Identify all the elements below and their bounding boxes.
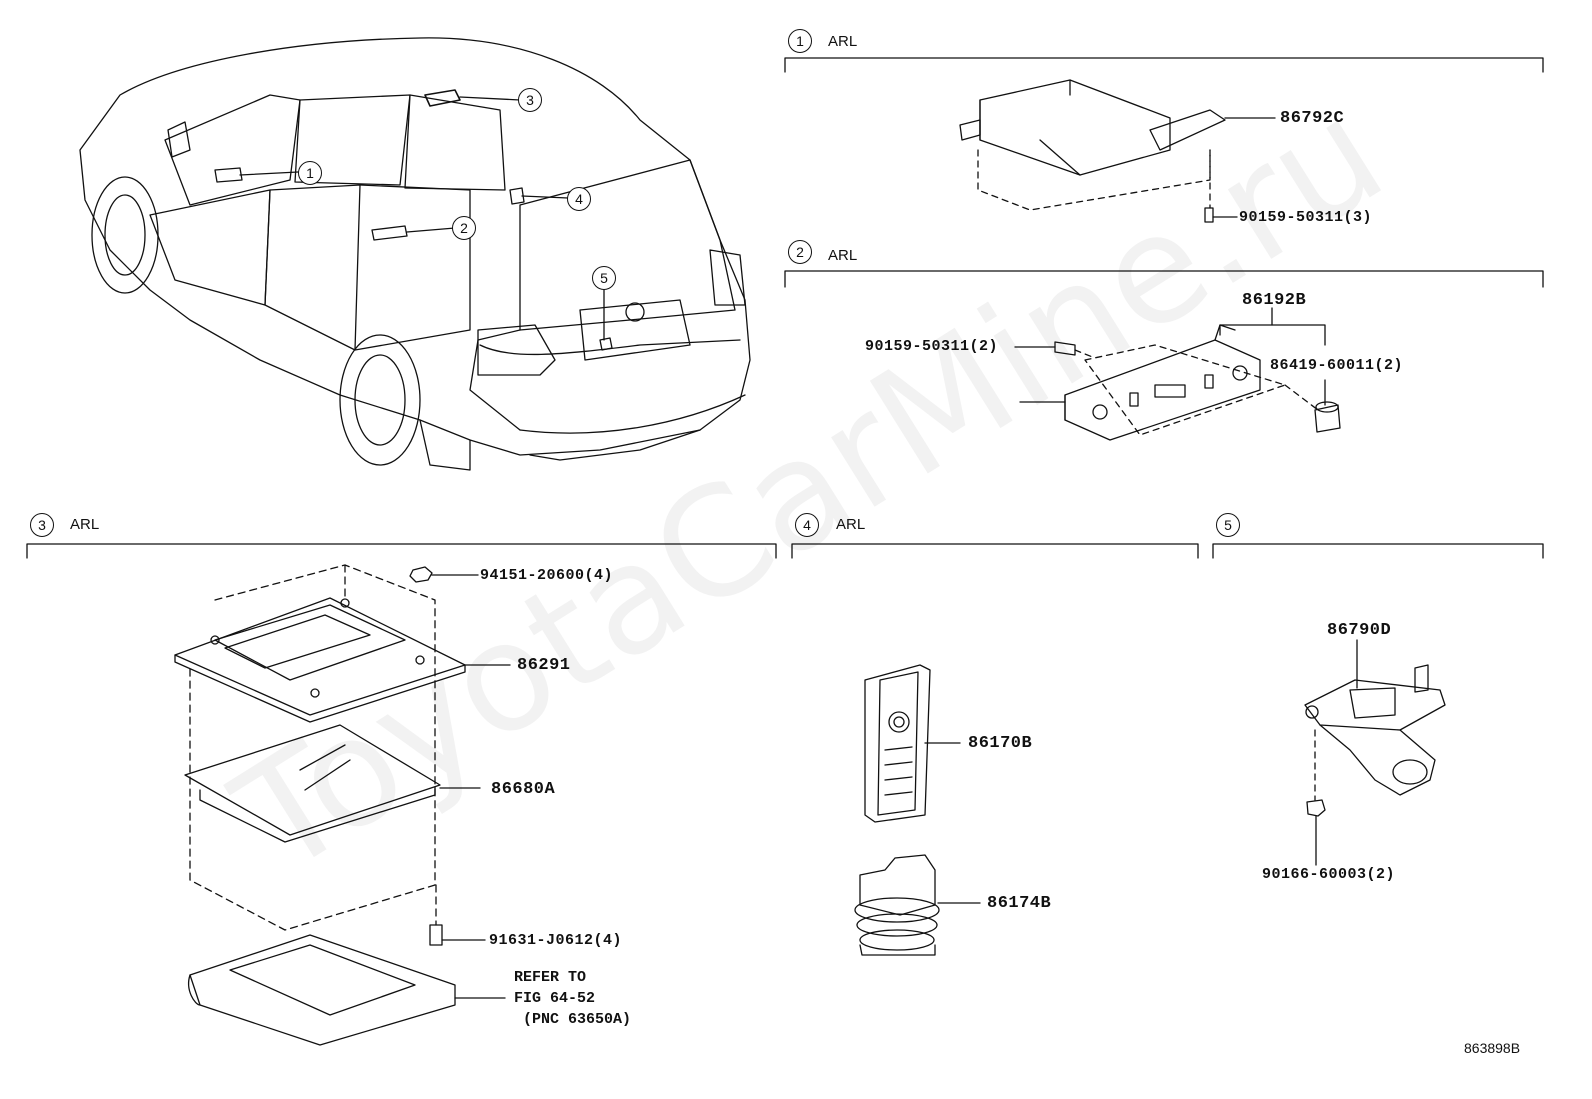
callout-3: 3 <box>518 88 542 112</box>
part-86170B-drawing <box>864 664 961 823</box>
section-4-number: 4 <box>795 513 819 537</box>
part-label-86790D[interactable]: 86790D <box>1327 621 1392 640</box>
part-label-91631-J0612[interactable]: 91631-J0612(4) <box>489 932 623 949</box>
section-1-label: ARL <box>828 33 858 50</box>
part-label-86680A[interactable]: 86680A <box>491 780 556 799</box>
callout-4: 4 <box>567 187 591 211</box>
section-2-label: ARL <box>828 247 858 264</box>
section-5-number: 5 <box>1216 513 1240 537</box>
section-3-label: ARL <box>70 516 100 533</box>
part-label-86419-60011[interactable]: 86419-60011(2) <box>1270 357 1404 374</box>
figure-code: 863898B <box>1464 1040 1521 1056</box>
part-label-86174B[interactable]: 86174B <box>987 894 1052 913</box>
part-86192B-drawing <box>1014 307 1341 441</box>
vehicle-illustration <box>79 37 751 471</box>
part-label-90159-50311-2[interactable]: 90159-50311(2) <box>865 338 999 355</box>
part-label-86291[interactable]: 86291 <box>517 656 571 675</box>
section-brackets <box>26 57 1544 559</box>
part-label-86192B[interactable]: 86192B <box>1242 291 1307 310</box>
part-label-94151-20600[interactable]: 94151-20600(4) <box>480 567 614 584</box>
part-86792C-drawing <box>959 79 1276 223</box>
section-1-number: 1 <box>788 29 812 53</box>
callout-5: 5 <box>592 266 616 290</box>
callout-2: 2 <box>452 216 476 240</box>
section-4-label: ARL <box>836 516 866 533</box>
part-label-86170B[interactable]: 86170B <box>968 734 1033 753</box>
refer-note: REFER TO FIG 64-52 (PNC 63650A) <box>514 969 632 1028</box>
part-label-90166-60003[interactable]: 90166-60003(2) <box>1262 866 1396 883</box>
part-86174B-drawing <box>854 854 981 956</box>
part-86291-drawing <box>174 564 511 1046</box>
part-label-86792C[interactable]: 86792C <box>1280 109 1345 128</box>
part-86790D-drawing <box>1304 639 1446 866</box>
section-2-number: 2 <box>788 240 812 264</box>
part-label-90159-50311-3[interactable]: 90159-50311(3) <box>1239 209 1373 226</box>
callout-1: 1 <box>298 161 322 185</box>
section-3-number: 3 <box>30 513 54 537</box>
